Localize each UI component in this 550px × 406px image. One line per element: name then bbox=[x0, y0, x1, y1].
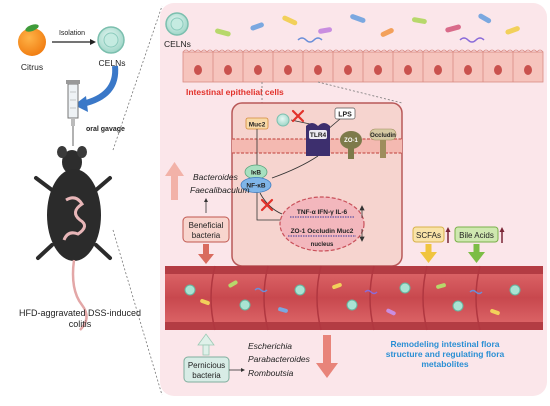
beneficial-up-arrow bbox=[165, 162, 184, 200]
lumen-bacteria bbox=[215, 13, 520, 43]
beneficial-box-line2: bacteria bbox=[192, 231, 221, 240]
pernicious-bacteria-box bbox=[183, 356, 230, 383]
conclusion-line3: metabolites bbox=[421, 359, 469, 369]
scfas-box bbox=[412, 226, 445, 243]
tlr4-to-nfkb-arrow bbox=[271, 155, 319, 179]
zo1-protein-icon bbox=[340, 131, 362, 159]
nfkb-to-nucleus-arrow bbox=[259, 192, 283, 215]
pernicious-box-line1: Pernicious bbox=[188, 361, 225, 370]
cell-zoom-line-right bbox=[317, 81, 403, 104]
nucleus-shape bbox=[279, 196, 365, 252]
ikb-label: IκB bbox=[251, 170, 261, 177]
isolation-arrow-head bbox=[90, 39, 96, 45]
tlr4-label: TLR4 bbox=[310, 132, 327, 139]
pernicious-to-taxa-arrowhead bbox=[241, 368, 245, 372]
celn-vesicle-cell-icon bbox=[276, 113, 290, 127]
zoom-line-bottom bbox=[112, 229, 163, 396]
pernicious-down-arrow bbox=[316, 335, 338, 378]
isolation-label: Isolation bbox=[59, 30, 85, 37]
inhibit-x-icon-1 bbox=[291, 109, 305, 123]
celns-label-top: CELNs bbox=[164, 39, 191, 49]
beneficial-bacteria-box bbox=[182, 216, 230, 243]
caption-line1: HFD-aggravated DSS-induced bbox=[19, 308, 141, 318]
pernicious-taxa-2: Parabacteroides bbox=[248, 354, 311, 364]
nucleus-label: nucleus bbox=[311, 242, 334, 248]
bile-acids-label: Bile Acids bbox=[459, 231, 494, 240]
caption-line2: colitis bbox=[69, 319, 92, 329]
inhibit-x-icon-2 bbox=[260, 198, 274, 212]
beneficial-box-line1: Beneficial bbox=[189, 221, 224, 230]
celns-label-left: CELNs bbox=[99, 58, 126, 68]
conclusion-line1: Remodeling intestinal flora bbox=[390, 339, 499, 349]
zoom-line-top bbox=[112, 5, 163, 151]
gavage-arrow-head bbox=[74, 96, 88, 112]
beneficial-taxa-1: Bacteroides bbox=[193, 172, 239, 182]
celns-vesicle-icon bbox=[97, 26, 125, 54]
celns-vesicle-top-icon bbox=[165, 12, 189, 36]
intestine-tube bbox=[165, 265, 543, 331]
nucleus-genes-row2: ZO-1 Occludin Muc2 bbox=[291, 228, 354, 235]
bile-acids-box bbox=[454, 226, 499, 243]
oral-gavage-label: oral gavage bbox=[86, 126, 125, 133]
ikb-nfkb-complex bbox=[240, 164, 272, 193]
epithelial-cell-row bbox=[182, 49, 544, 83]
bile-acids-down-arrow bbox=[468, 244, 485, 263]
scfas-down-arrow bbox=[420, 244, 437, 263]
syringe-icon bbox=[66, 80, 80, 146]
beneficial-taxa-2: Faecalibaculum bbox=[190, 185, 250, 195]
mouse-icon bbox=[34, 146, 112, 331]
zo1-label: ZO-1 bbox=[344, 138, 358, 144]
occludin-label: Occludin bbox=[370, 133, 396, 139]
muc2-link-line bbox=[256, 129, 281, 221]
lps-label: LPS bbox=[338, 112, 352, 119]
lps-badge: LPS bbox=[334, 107, 356, 120]
muc2-label: Muc2 bbox=[249, 122, 266, 129]
occludin-protein-icon bbox=[369, 128, 397, 158]
pernicious-taxa-1: Escherichia bbox=[248, 341, 292, 351]
beneficial-to-taxa-arrowhead bbox=[204, 198, 208, 202]
scfas-up-indicator bbox=[445, 227, 451, 243]
nucleus-genes-row1: TNF-α IFN-γ IL-6 bbox=[297, 209, 348, 216]
nfkb-label: NF-κB bbox=[246, 183, 265, 190]
conclusion-line2: structure and regulating flora bbox=[386, 349, 505, 359]
pernicious-box-line2: bacteria bbox=[192, 371, 221, 380]
epithelial-label: Intestinal epithelial cells bbox=[186, 87, 284, 97]
citrus-icon bbox=[18, 24, 46, 56]
pernicious-up-arrow bbox=[197, 333, 215, 356]
beneficial-down-arrow bbox=[198, 244, 214, 264]
tlr4-receptor-icon bbox=[306, 123, 330, 156]
pernicious-taxa-3: Romboutsia bbox=[248, 368, 294, 378]
bile-acids-up-indicator bbox=[499, 227, 505, 243]
gavage-curved-arrow bbox=[81, 65, 119, 107]
up-down-arrows bbox=[359, 205, 365, 242]
citrus-label: Citrus bbox=[21, 62, 43, 72]
scfas-label: SCFAs bbox=[416, 231, 441, 240]
